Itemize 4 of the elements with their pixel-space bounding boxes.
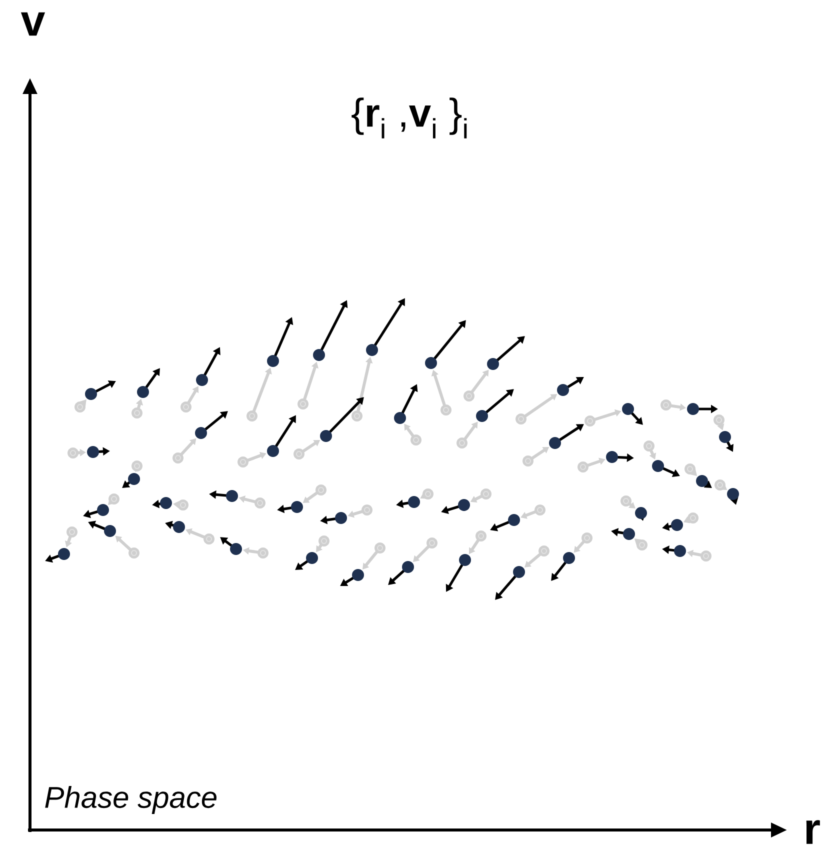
axis-label: r (806, 820, 820, 844)
title: {r$_{i}$ ,v$_{i}$ }$_{i}$ (352, 98, 467, 138)
axis-label: v (20, 12, 46, 36)
caption: Phase space (45, 786, 216, 814)
